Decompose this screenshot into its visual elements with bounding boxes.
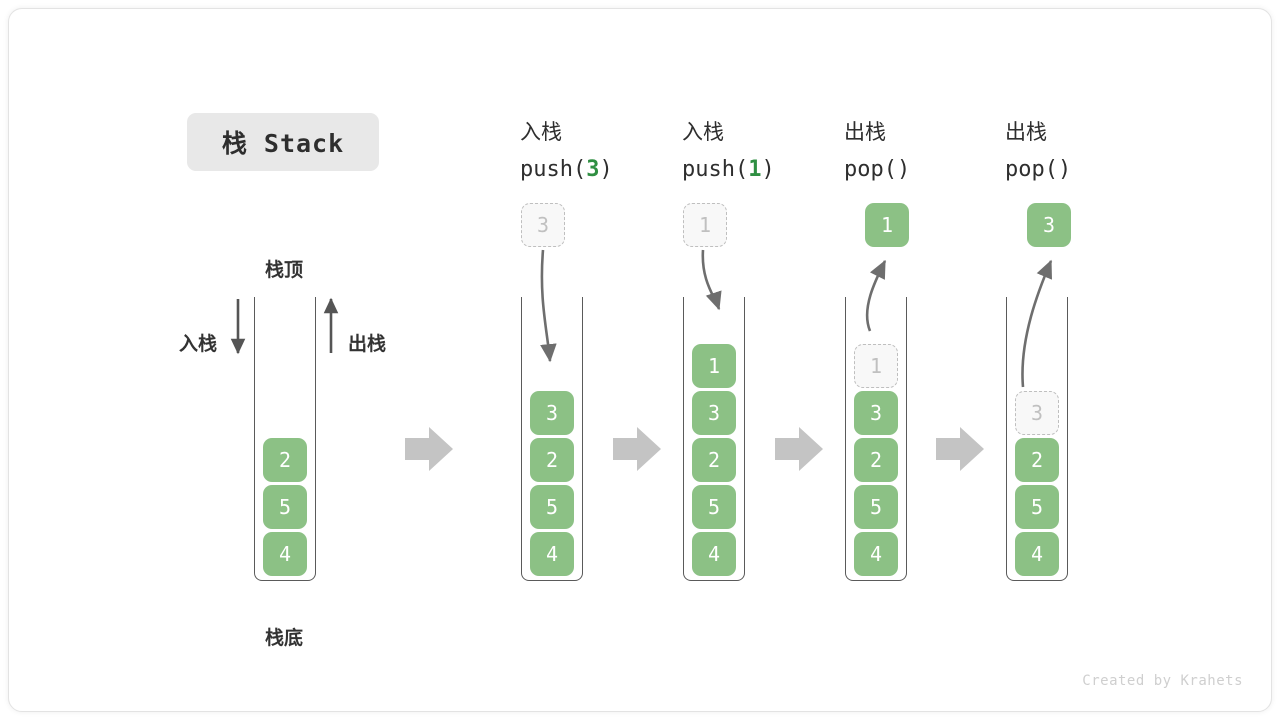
stack-cell: 2 bbox=[263, 438, 307, 482]
column-heading-pop-3: 出栈 pop() bbox=[1005, 113, 1071, 189]
stack-cells-pop-1: 1 3 2 5 4 bbox=[846, 344, 906, 576]
stack-cell: 4 bbox=[854, 532, 898, 576]
column-heading-cjk: 入栈 bbox=[682, 120, 724, 144]
column-heading-code: push(1) bbox=[682, 157, 775, 182]
transition-arrow bbox=[613, 427, 661, 471]
column-heading-pop-1: 出栈 pop() bbox=[844, 113, 910, 189]
stack-cell: 2 bbox=[692, 438, 736, 482]
diagram-title-text: 栈 Stack bbox=[221, 129, 345, 158]
stack-cell: 4 bbox=[1015, 532, 1059, 576]
column-heading-push-3: 入栈 push(3) bbox=[520, 113, 613, 189]
stack-cell: 1 bbox=[854, 344, 898, 388]
heading-arg-value: 1 bbox=[748, 157, 762, 182]
push-side-label: 入栈 bbox=[179, 333, 218, 355]
stack-cell: 2 bbox=[530, 438, 574, 482]
stack-container-pop-3: 3 2 5 4 bbox=[1006, 297, 1068, 581]
pop-side-label: 出栈 bbox=[348, 333, 387, 355]
heading-arg-value: 3 bbox=[586, 157, 600, 182]
stack-cells-push-1: 1 3 2 5 4 bbox=[684, 344, 744, 576]
stack-cell: 4 bbox=[263, 532, 307, 576]
column-heading-cjk: 入栈 bbox=[520, 120, 562, 144]
transition-arrow bbox=[936, 427, 984, 471]
column-heading-push-1: 入栈 push(1) bbox=[682, 113, 775, 189]
stack-cell: 5 bbox=[263, 485, 307, 529]
diagram-canvas: 栈 Stack 栈顶 栈底 入栈 出栈 2 5 4 入栈 push(3) 3 3… bbox=[8, 8, 1272, 712]
column-heading-code: pop() bbox=[844, 157, 911, 182]
stack-cell: 4 bbox=[692, 532, 736, 576]
stack-cells-push-3: 3 2 5 4 bbox=[522, 391, 582, 576]
popped-cell-3: 3 bbox=[1027, 203, 1071, 247]
stack-bottom-label: 栈底 bbox=[265, 627, 304, 649]
stack-container-push-1: 1 3 2 5 4 bbox=[683, 297, 745, 581]
diagram-title-chip: 栈 Stack bbox=[187, 113, 379, 171]
stack-cell: 2 bbox=[1015, 438, 1059, 482]
popped-cell-1: 1 bbox=[865, 203, 909, 247]
stack-top-label: 栈顶 bbox=[265, 259, 304, 281]
stack-container-push-3: 3 2 5 4 bbox=[521, 297, 583, 581]
stack-cells-initial: 2 5 4 bbox=[255, 438, 315, 576]
transition-arrow bbox=[775, 427, 823, 471]
pending-push-cell-1: 1 bbox=[683, 203, 727, 247]
stack-cells-pop-3: 3 2 5 4 bbox=[1007, 391, 1067, 576]
pending-push-cell-3: 3 bbox=[521, 203, 565, 247]
stack-cell: 3 bbox=[1015, 391, 1059, 435]
column-heading-code: push(3) bbox=[520, 157, 613, 182]
credit-text: Created by Krahets bbox=[1082, 673, 1243, 689]
column-heading-code: pop() bbox=[1005, 157, 1072, 182]
stack-cell: 1 bbox=[692, 344, 736, 388]
stack-cell: 3 bbox=[530, 391, 574, 435]
stack-cell: 5 bbox=[530, 485, 574, 529]
column-heading-cjk: 出栈 bbox=[1005, 120, 1047, 144]
stack-cell: 5 bbox=[1015, 485, 1059, 529]
stack-cell: 2 bbox=[854, 438, 898, 482]
stack-cell: 5 bbox=[692, 485, 736, 529]
stack-cell: 4 bbox=[530, 532, 574, 576]
transition-arrow bbox=[405, 427, 453, 471]
stack-cell: 5 bbox=[854, 485, 898, 529]
column-heading-cjk: 出栈 bbox=[844, 120, 886, 144]
stack-cell: 3 bbox=[692, 391, 736, 435]
stack-cell: 3 bbox=[854, 391, 898, 435]
stack-container-initial: 2 5 4 bbox=[254, 297, 316, 581]
stack-container-pop-1: 1 3 2 5 4 bbox=[845, 297, 907, 581]
